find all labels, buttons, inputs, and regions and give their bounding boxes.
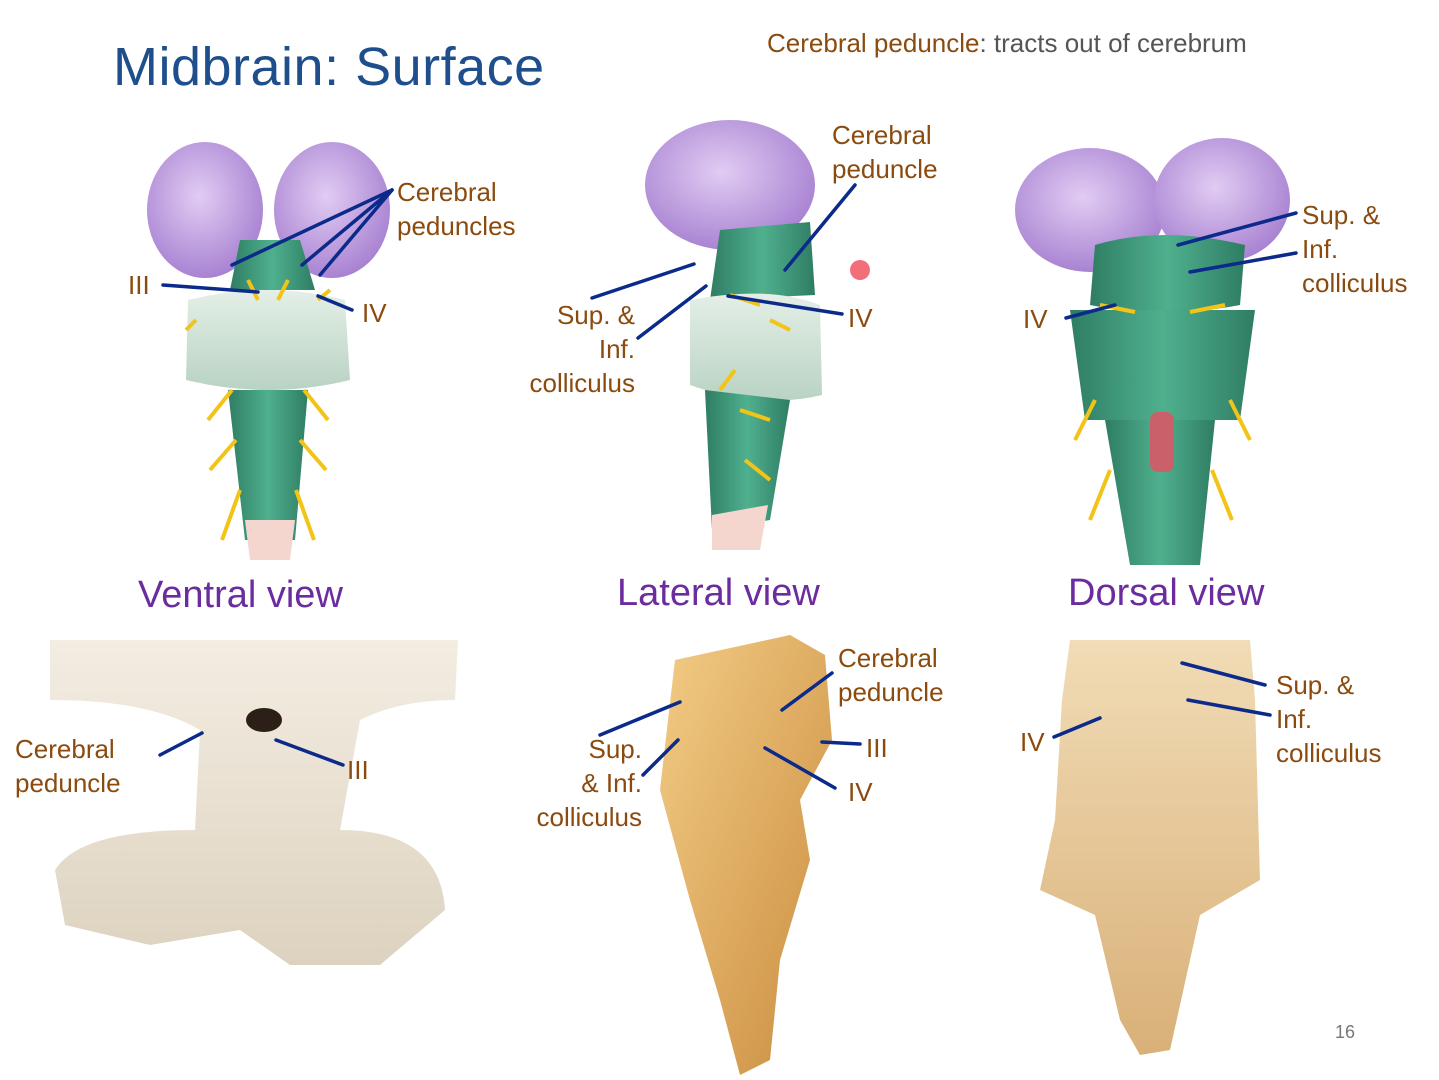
caption-ventral-view: Ventral view <box>138 574 343 616</box>
dorsal-photo <box>1040 640 1260 1055</box>
slide-subtitle: Cerebral peduncle: tracts out of cerebru… <box>767 28 1247 59</box>
label-line: Inf. <box>598 334 635 364</box>
label-nerve-iii: III <box>128 270 150 300</box>
label-line: peduncle <box>15 768 121 798</box>
ventral-medulla <box>228 390 308 540</box>
subtitle-term: Cerebral peduncle <box>767 28 980 58</box>
label-nerve-iv: IV <box>1020 727 1045 757</box>
ventral-spinal-cord <box>245 520 295 560</box>
label-line: Sup. & <box>556 300 635 330</box>
label-line: Cerebral <box>15 734 115 764</box>
lateral-spinal-cord <box>712 505 768 550</box>
caption-lateral-view: Lateral view <box>617 572 820 614</box>
lateral-pons <box>690 293 822 401</box>
ventral-interpeduncular-fossa <box>246 708 282 732</box>
label-nerve-iii: III <box>866 733 888 763</box>
dorsal-choroid-plexus <box>1150 412 1174 472</box>
label-line: colliculus <box>1276 738 1382 768</box>
label-nerve-iv: IV <box>848 303 873 333</box>
label-line: Sup. & <box>1276 670 1355 700</box>
label-line: Sup. <box>588 734 643 764</box>
label-cerebral-peduncles: Cerebral peduncles <box>397 175 516 243</box>
label-colliculus: Sup. & Inf. colliculus <box>1302 198 1408 300</box>
ventral-hemisphere-left <box>147 142 263 278</box>
lateral-pituitary <box>850 260 870 280</box>
label-line: peduncle <box>838 677 944 707</box>
label-line: peduncle <box>832 154 938 184</box>
label-colliculus: Sup. & Inf. colliculus <box>510 732 643 834</box>
label-nerve-iv: IV <box>362 298 387 328</box>
lateral-midbrain <box>710 222 815 300</box>
label-cerebral-peduncle: Cerebral peduncle <box>838 641 944 709</box>
dorsal-fourth-ventricle-floor <box>1070 310 1255 420</box>
label-line: Sup. & <box>1302 200 1381 230</box>
ventral-diagram <box>147 142 390 560</box>
label-line: Inf. <box>1302 234 1339 264</box>
label-line: Cerebral <box>832 120 932 150</box>
dorsal-diagram <box>1015 138 1290 565</box>
dorsal-medulla <box>1105 420 1215 565</box>
label-colliculus: Sup. & Inf. colliculus <box>1276 668 1382 770</box>
ventral-specimen <box>50 640 458 965</box>
label-line: Cerebral <box>838 643 938 673</box>
dorsal-hemisphere-right <box>1154 138 1290 262</box>
dorsal-cranial-nerves <box>1073 303 1252 521</box>
lateral-photo <box>660 635 832 1075</box>
lateral-diagram <box>645 120 870 550</box>
label-line: & Inf. <box>581 768 642 798</box>
ventral-hemisphere-right <box>274 142 390 278</box>
ventral-pons <box>186 290 350 390</box>
label-line: colliculus <box>529 368 636 398</box>
label-line: colliculus <box>536 802 643 832</box>
label-line: colliculus <box>1302 268 1408 298</box>
leader-lines <box>158 183 1298 790</box>
label-cerebral-peduncle: Cerebral peduncle <box>15 732 121 800</box>
ventral-cerebral-peduncles <box>230 240 315 290</box>
label-cerebral-peduncle: Cerebral peduncle <box>832 118 938 186</box>
slide-title: Midbrain: Surface <box>113 37 545 97</box>
dorsal-specimen <box>1040 640 1260 1055</box>
label-colliculus: Sup. & Inf. colliculus <box>500 298 636 400</box>
label-nerve-iii: III <box>347 755 369 785</box>
label-line: Inf. <box>1276 704 1313 734</box>
label-nerve-iv: IV <box>848 777 873 807</box>
caption-dorsal-view: Dorsal view <box>1068 572 1265 614</box>
label-nerve-iv: IV <box>1023 304 1048 334</box>
label-line: peduncles <box>397 211 516 241</box>
label-line: Cerebral <box>397 177 497 207</box>
lateral-hemisphere <box>645 120 815 250</box>
ventral-photo <box>50 640 458 965</box>
dorsal-colliculi <box>1090 235 1245 313</box>
slide-number: 16 <box>1334 1022 1355 1042</box>
lateral-specimen <box>660 635 832 1075</box>
subtitle-colon: : <box>979 28 987 58</box>
subtitle-definition: tracts out of cerebrum <box>986 28 1247 58</box>
